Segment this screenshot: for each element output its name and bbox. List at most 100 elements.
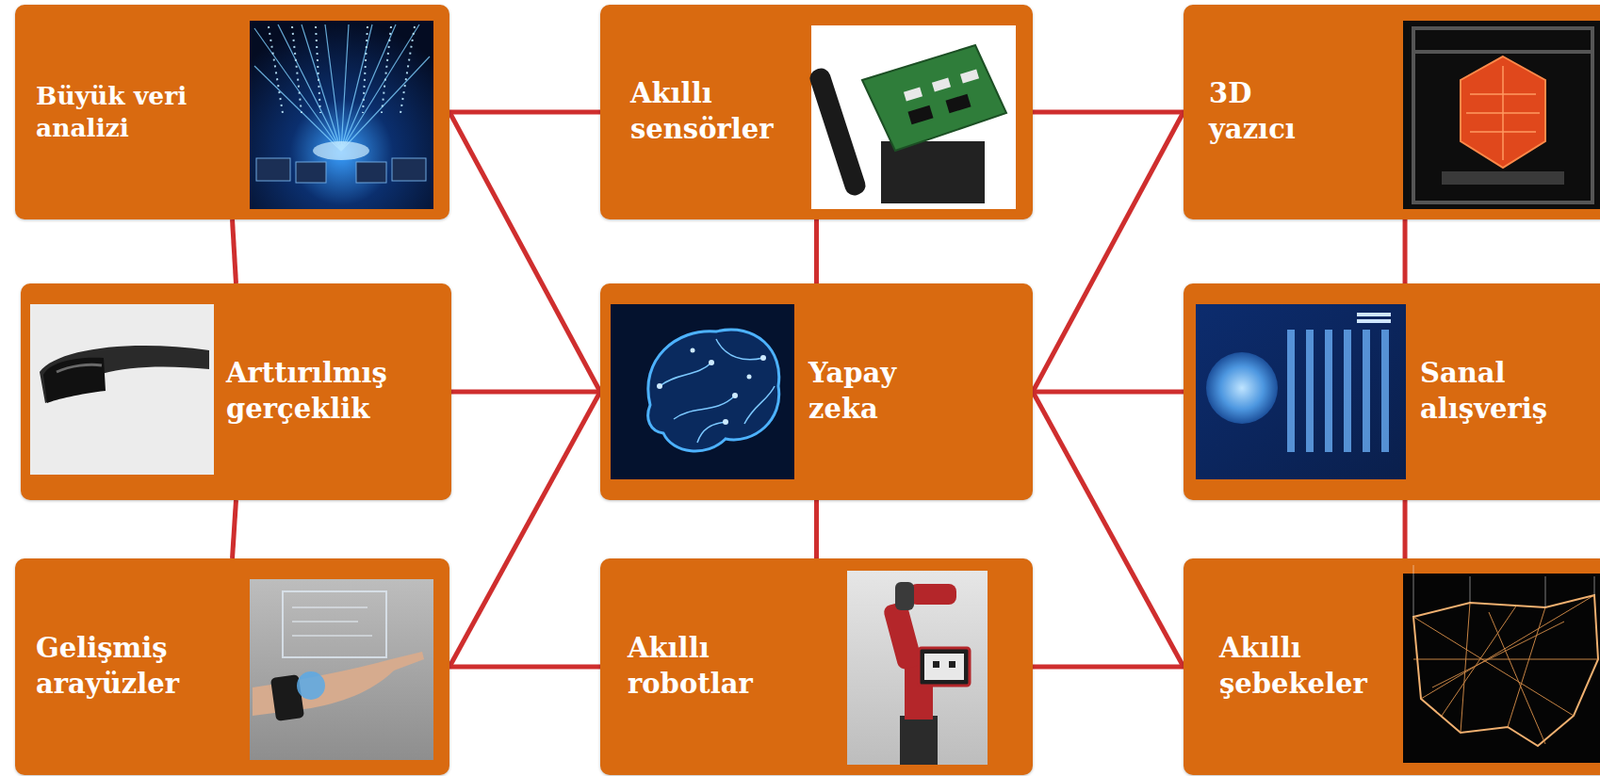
smart-sensor-image-part [862,45,1007,151]
smart-grid-image-part-part [1488,612,1546,745]
ai-brain-image-part [610,304,795,480]
connector-line [1032,112,1184,114]
connector-line [449,667,601,669]
ai-brain-image-part-part [697,422,726,443]
connector-line [1032,391,1184,668]
smart-grid-image-part-part [1594,576,1596,596]
big-data-image-part [268,26,415,114]
smart-grid-image-part-part [1420,595,1595,700]
big-data-image-part-part [256,158,291,181]
big-data-image-part-part [254,65,342,151]
big-data-image-part-part [292,26,302,114]
smart-grid-image [1403,565,1600,764]
3d-printer-image-part [1466,65,1540,161]
smart-grid-image-part [1413,595,1599,747]
big-data-image-part-part [341,56,430,151]
advanced-interface-image-part-part [292,620,359,623]
connector-line [814,500,819,559]
advanced-interface-image-part-part [292,606,368,609]
ai-brain-image-part-part [708,359,715,366]
3d-printer-image [1403,20,1600,210]
connector-line [232,219,237,284]
big-data-image-part-part [341,24,396,151]
3d-printer-image-part [1441,171,1565,185]
smart-robot-image-part [895,582,915,611]
smart-robot-image-part [899,716,938,766]
big-data-image-part [254,24,430,151]
connector-line [451,390,601,395]
big-data-image-part [256,158,426,183]
3d-printer-image-part [1413,28,1593,203]
smart-grid-image-part [1413,565,1595,618]
connector-line [232,500,237,559]
connector-line [449,665,601,670]
box-label: Gelişmiş arayüzler [35,631,180,703]
connector-line [1032,112,1184,392]
box-label: Yapay zeka [808,356,897,427]
connector-line [1032,665,1184,670]
smart-sensor-image-part [907,94,971,125]
ai-brain-image-part-part [732,392,738,399]
ai-brain-image-part [659,339,775,443]
ai-brain-image [610,304,795,480]
ar-headset-image-part [30,304,214,475]
smart-robot-image-part [932,661,940,669]
smart-robot-image-part [847,571,988,766]
ai-brain-image-part-part [673,395,735,420]
big-data-image [249,20,434,210]
big-data-image-part-part [341,24,349,151]
advanced-interface-image [249,579,434,761]
big-data-image-part-part [341,24,373,151]
connector-line [1403,219,1408,284]
connector-line [449,110,601,115]
smart-sensor-image-part [807,65,868,198]
big-data-image-part-part [277,24,342,151]
box-label: Akıllı sensörler [630,76,774,147]
ai-brain-image-part-part [690,348,696,354]
big-data-image-part-part [268,26,283,114]
box-label: Akıllı şebekeler [1219,631,1368,703]
smart-grid-image-part-part [1413,659,1599,661]
smart-grid-image-part [1403,573,1600,764]
connector-line [1032,391,1184,393]
big-data-image-part [249,20,434,210]
big-data-image-part-part [325,24,342,151]
connector-line [449,112,601,392]
virtual-shopping-image-part [1195,304,1406,480]
connector-line [449,112,601,114]
big-data-image-part-part [362,26,368,114]
smart-grid-image-part-part [1507,607,1546,728]
connector-line [816,219,817,284]
big-data-image-part-part [295,162,327,183]
smart-robot-image [847,571,988,766]
connector-line [1404,500,1406,559]
smart-grid-image-part-part [1545,576,1547,608]
3d-printer-image-part [1460,56,1546,168]
virtual-shopping-image-part-part [1381,329,1389,453]
3d-printer-image-part [1403,20,1600,210]
ai-brain-image-part-part [744,386,775,425]
connector-line [449,391,601,668]
ai-brain-image-part-part [747,375,752,380]
virtual-shopping-image-part-part [1343,329,1352,453]
connector-line [449,112,601,392]
smart-grid-image-part-part [1441,604,1518,717]
smart-sensor-image-part-part [960,69,980,84]
smart-sensor-image-part-part [931,78,951,93]
advanced-interface-image-part [282,591,387,658]
advanced-interface-image-part [292,607,373,637]
big-data-image-part-part [341,24,420,151]
smart-sensor-image-part-part [903,87,923,102]
ai-brain-image-part-part [760,355,767,361]
big-data-image-part-part [381,26,392,114]
smart-sensor-image [807,25,1016,210]
ar-headset-image-part [39,345,210,404]
connector-line [1032,390,1184,395]
box-label: Akıllı robotlar [627,631,753,703]
3d-printer-image-part-part [1502,65,1504,161]
virtual-shopping-image-part-part [1306,329,1314,453]
smart-sensor-image-part-part [907,105,933,125]
ai-brain-image-part-part [722,419,729,425]
box-label: Arttırılmış gerçeklik [226,356,388,427]
big-data-image-part [312,141,370,161]
